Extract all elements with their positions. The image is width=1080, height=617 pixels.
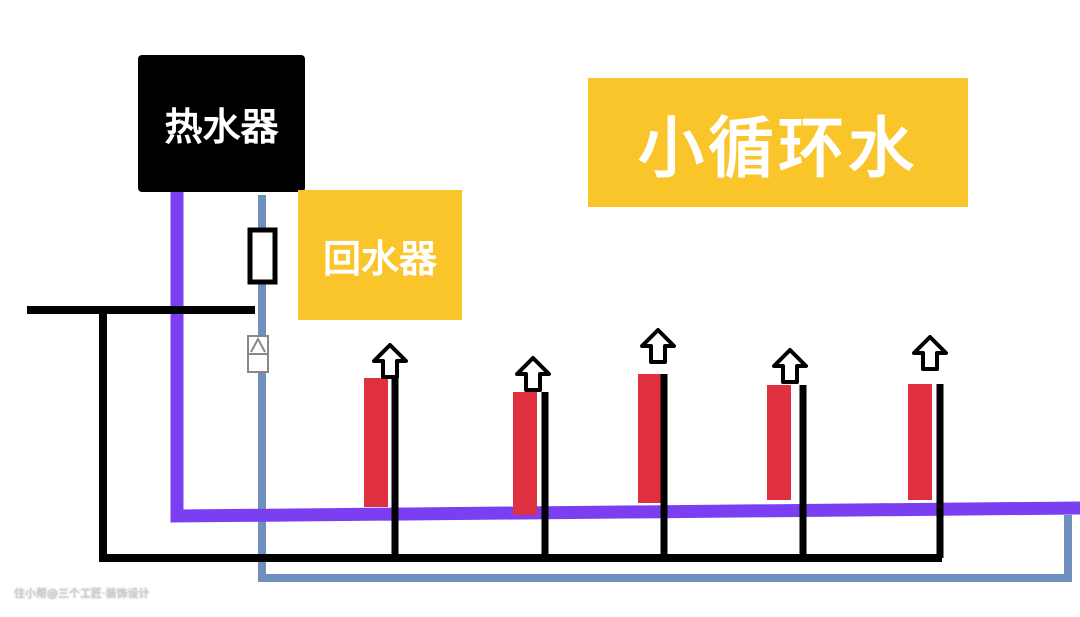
pump-box bbox=[247, 227, 278, 285]
radiator-body bbox=[638, 374, 662, 503]
radiator-1 bbox=[364, 343, 408, 558]
radiator-4 bbox=[767, 348, 808, 558]
return-pipe bbox=[258, 195, 1072, 582]
radiator-body bbox=[908, 384, 932, 500]
radiator-body bbox=[364, 378, 388, 507]
diagram-title: 小循环水 bbox=[588, 78, 968, 207]
check-valve-icon bbox=[247, 335, 269, 373]
arrow-up-icon bbox=[912, 335, 948, 371]
radiator-2 bbox=[513, 356, 551, 558]
arrow-up-icon bbox=[772, 348, 808, 384]
radiator-body bbox=[767, 385, 791, 500]
radiator-body bbox=[513, 392, 537, 515]
arrow-up-icon bbox=[372, 343, 408, 379]
arrow-up-icon bbox=[515, 356, 551, 392]
water-heater: 热水器 bbox=[138, 55, 305, 192]
return-device-label: 回水器 bbox=[298, 190, 462, 320]
arrow-up-icon bbox=[640, 328, 676, 364]
radiator-5 bbox=[908, 335, 948, 558]
watermark: 住小帮@三个工匠·装饰设计 bbox=[14, 587, 150, 600]
radiator-3 bbox=[638, 328, 676, 558]
supply-pipe bbox=[170, 190, 1080, 523]
